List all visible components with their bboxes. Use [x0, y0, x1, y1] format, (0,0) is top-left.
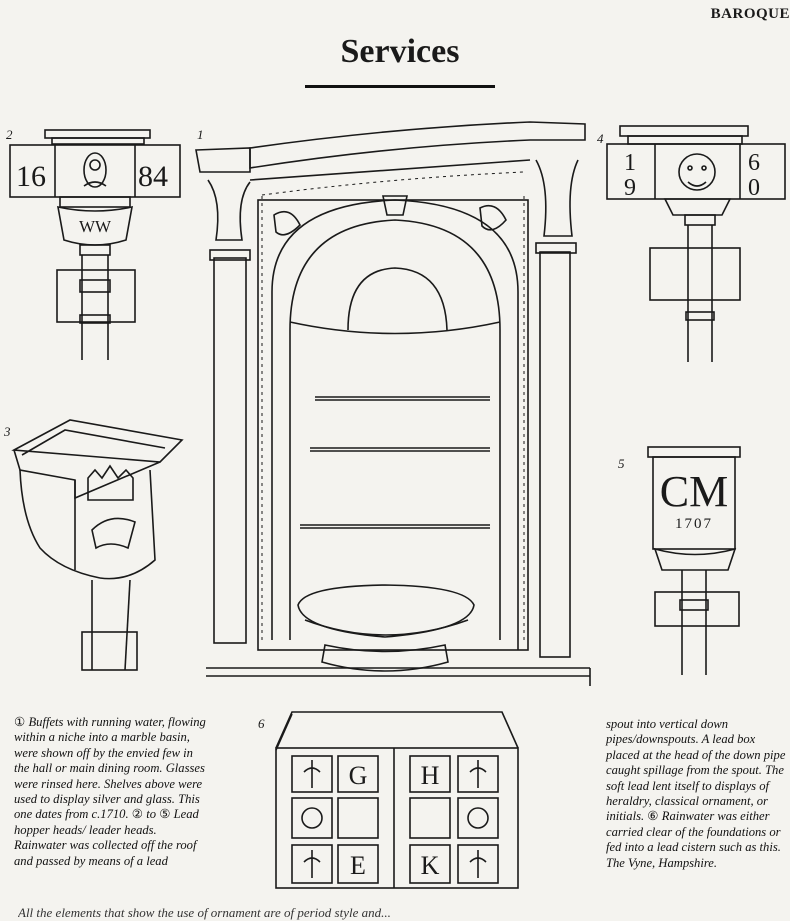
figure-number-6: 6	[258, 716, 265, 731]
hopper-1690-digit-1: 1	[624, 150, 636, 176]
caption-right: spout into vertical down pipes/downspout…	[606, 717, 786, 871]
caption-marker-2: ②	[131, 807, 144, 822]
buffet-spandrel-carvings	[273, 204, 507, 236]
buffet-niche-illustration	[195, 121, 591, 686]
caption-spout-text: spout into vertical down pipes/downspout…	[606, 717, 786, 824]
caption-hopper-text: Lead hopper heads/ leader heads. Rainwat…	[14, 807, 199, 868]
hopper-head-1707-illustration	[647, 446, 741, 675]
title-underline	[305, 85, 495, 88]
figure-number-4: 4	[597, 131, 604, 146]
hopper-head-1690-illustration	[606, 125, 786, 362]
page-title: Services	[340, 33, 460, 70]
hopper-1684-monogram: WW	[79, 217, 112, 236]
caption-to-word: to	[146, 807, 157, 822]
hopper-1707-initials: CM	[660, 467, 728, 516]
buffet-ornament-beading	[261, 171, 525, 640]
caption-buffets-text: Buffets with running water, flowing with…	[14, 715, 206, 822]
caption-cistern-text: Rainwater was either carried clear of th…	[606, 809, 781, 870]
caption-marker-6: ⑥	[647, 809, 659, 824]
cistern-letter-4: K	[421, 851, 440, 880]
hopper-1684-emblem	[83, 152, 107, 188]
cistern-letter-1: G	[349, 761, 368, 790]
figure-number-3: 3	[4, 424, 11, 439]
hopper-1707-year: 1707	[675, 516, 713, 532]
figure-number-1: 1	[197, 127, 204, 142]
hopper-1690-digit-2: 6	[748, 150, 760, 176]
hopper-1690-digit-3: 9	[624, 175, 636, 201]
lead-cistern-illustration	[275, 711, 519, 889]
figure-number-2: 2	[6, 127, 13, 142]
figure-number-5: 5	[618, 456, 625, 471]
caption-marker-5: ⑤	[159, 807, 171, 822]
cistern-letter-3: E	[350, 851, 366, 880]
caption-marker-1: ①	[14, 715, 26, 729]
cistern-letter-2: H	[421, 761, 440, 790]
hopper-1690-digit-4: 0	[748, 175, 760, 201]
footer-partial-text: All the elements that show the use of or…	[18, 905, 391, 920]
caption-left: ① Buffets with running water, flowing wi…	[14, 715, 210, 869]
hopper-1684-text-right: 84	[138, 160, 168, 193]
crown-hopper-illustration	[11, 419, 184, 671]
hopper-1684-text-left: 16	[16, 160, 46, 193]
hopper-head-1684-illustration	[9, 129, 181, 360]
section-label: BAROQUE	[710, 6, 790, 22]
